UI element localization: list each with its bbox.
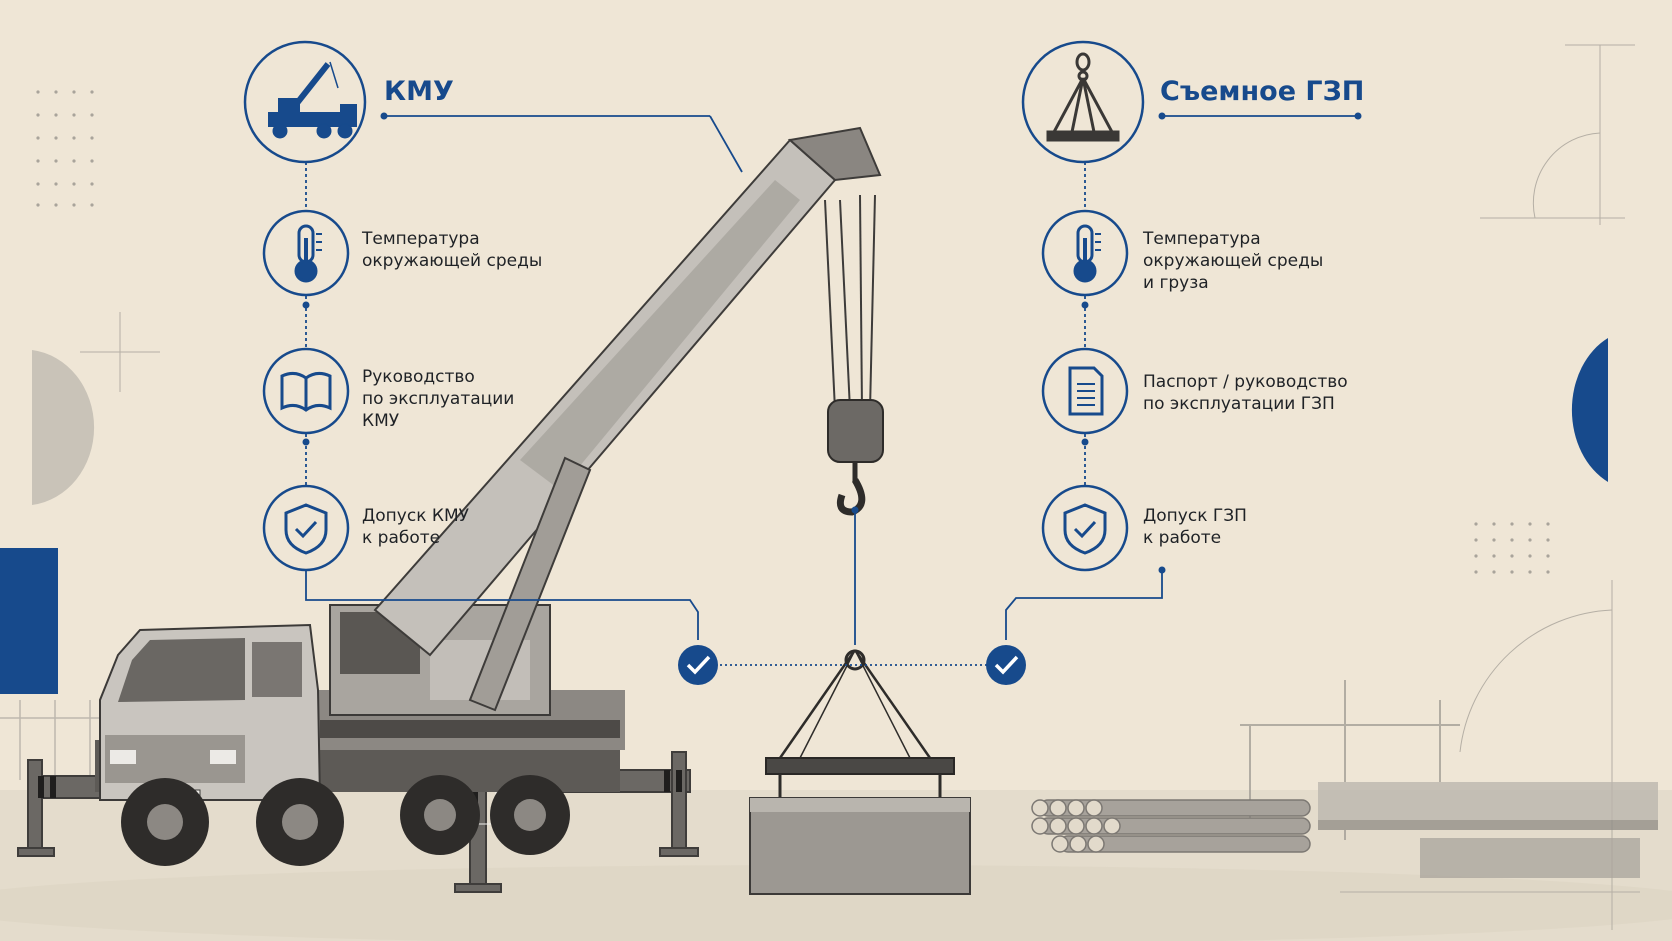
dot-grid-right <box>1474 522 1550 574</box>
gzp-temperature-label: Температура окружающей среды и груза <box>1143 229 1324 293</box>
gzp-document-node <box>1041 347 1129 435</box>
kmu-permit-label: Допуск КМУ к работе <box>362 506 469 548</box>
kmu-title-node <box>243 40 367 164</box>
kmu-permit-node <box>262 484 350 572</box>
manual-book-icon <box>280 371 332 412</box>
thermometer-icon <box>1073 224 1101 283</box>
background-structures <box>1240 680 1658 878</box>
decor-blue-block <box>0 548 58 694</box>
thermometer-icon <box>294 224 322 283</box>
check-circle-icon <box>678 645 718 685</box>
hoist-ropes <box>824 194 876 411</box>
hook-block <box>827 399 884 516</box>
concrete-block-load <box>749 649 971 895</box>
shield-check-icon <box>1063 503 1107 555</box>
gzp-thermo-node <box>1041 209 1129 297</box>
crane-truck-icon <box>268 61 357 139</box>
connector-dots <box>302 112 1362 574</box>
kmu-manual-label: Руководство по эксплуатации КМУ <box>362 367 515 431</box>
decor-half-disc-gray <box>32 350 95 505</box>
pipe-stack <box>1031 799 1311 853</box>
decor-half-disc-blue <box>1571 338 1608 482</box>
gzp-permit-node <box>1041 484 1129 572</box>
document-icon <box>1068 366 1104 416</box>
kmu-temperature-label: Температура окружающей среды <box>362 229 543 271</box>
gzp-passport-label: Паспорт / руководство по эксплуатации ГЗ… <box>1143 372 1348 414</box>
check-circle-icon <box>986 645 1026 685</box>
kmu-title: КМУ <box>384 76 454 107</box>
dot-grid-left <box>36 90 94 207</box>
kmu-thermo-node <box>262 209 350 297</box>
crane-truck <box>17 126 882 893</box>
gzp-title: Съемное ГЗП <box>1160 76 1365 107</box>
kmu-manual-node <box>262 347 350 435</box>
gzp-permit-label: Допуск ГЗП к работе <box>1143 506 1247 548</box>
shield-check-icon <box>284 503 328 555</box>
lifting-sling-icon <box>1046 52 1120 142</box>
decor-lines <box>80 44 1640 930</box>
background-fence <box>0 700 110 780</box>
gzp-title-node <box>1021 40 1145 164</box>
